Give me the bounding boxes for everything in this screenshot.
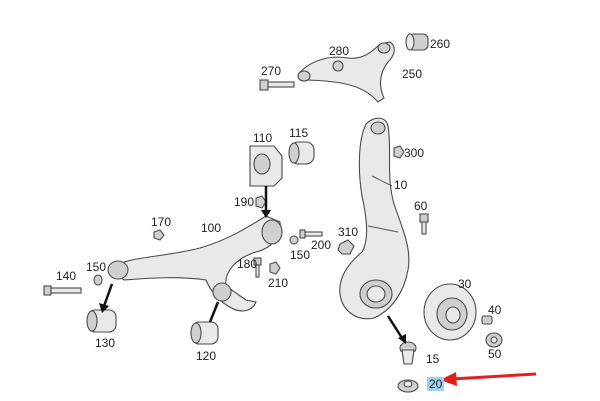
nut-310 (337, 239, 355, 255)
bolt-200 (299, 229, 323, 239)
part-label-190: 190 (234, 195, 255, 209)
bolt-60 (419, 213, 429, 235)
part-label-100: 100 (201, 221, 222, 235)
bushing-260 (405, 33, 429, 51)
assembly-arrows (99, 186, 406, 344)
bushing-120 (190, 321, 219, 345)
washer-150b (289, 235, 299, 245)
part-label-180: 180 (237, 257, 258, 271)
part-label-170: 170 (151, 215, 172, 229)
part-label-140: 140 (56, 269, 77, 283)
part-label-270: 270 (261, 64, 282, 78)
nut-20 (397, 379, 419, 393)
wheel-hub (423, 283, 477, 341)
part-label-50: 50 (488, 347, 502, 361)
part-label-15: 15 (426, 352, 440, 366)
bushing-110 (249, 145, 283, 187)
part-label-280: 280 (329, 44, 350, 58)
bolt-40 (481, 315, 493, 325)
nut-190 (255, 195, 267, 209)
nut-210 (269, 261, 281, 275)
nut-170 (153, 229, 165, 241)
part-label-20-highlighted: 20 (427, 377, 445, 391)
bushing-115 (288, 141, 315, 165)
part-label-150-right: 150 (290, 248, 311, 262)
part-label-210: 210 (268, 276, 289, 290)
part-label-200: 200 (311, 238, 332, 252)
bushing-130 (86, 309, 117, 333)
part-label-150-left: 150 (86, 260, 107, 274)
lower-control-arm (107, 215, 283, 312)
bolt-180 (253, 257, 262, 278)
part-label-130: 130 (95, 336, 116, 350)
part-label-260: 260 (430, 37, 451, 51)
highlight-arrow (440, 372, 537, 386)
washer-150 (93, 274, 103, 286)
part-label-40: 40 (488, 303, 502, 317)
part-label-310: 310 (338, 225, 359, 239)
steering-knuckle (339, 117, 410, 320)
part-label-10: 10 (394, 178, 408, 192)
bolt-300 (393, 145, 405, 159)
part-label-60: 60 (414, 199, 428, 213)
ball-joint (399, 341, 417, 365)
part-label-250: 250 (402, 67, 423, 81)
part-label-120: 120 (196, 349, 217, 363)
nut-50 (485, 332, 503, 348)
nut-280 (332, 60, 344, 72)
bolt-270 (259, 79, 295, 91)
part-label-300: 300 (404, 146, 425, 160)
bolt-140 (43, 285, 82, 296)
upper-control-arm (297, 41, 395, 103)
part-label-115: 115 (289, 126, 309, 140)
part-label-30: 30 (458, 277, 472, 291)
part-label-110: 110 (253, 131, 273, 145)
